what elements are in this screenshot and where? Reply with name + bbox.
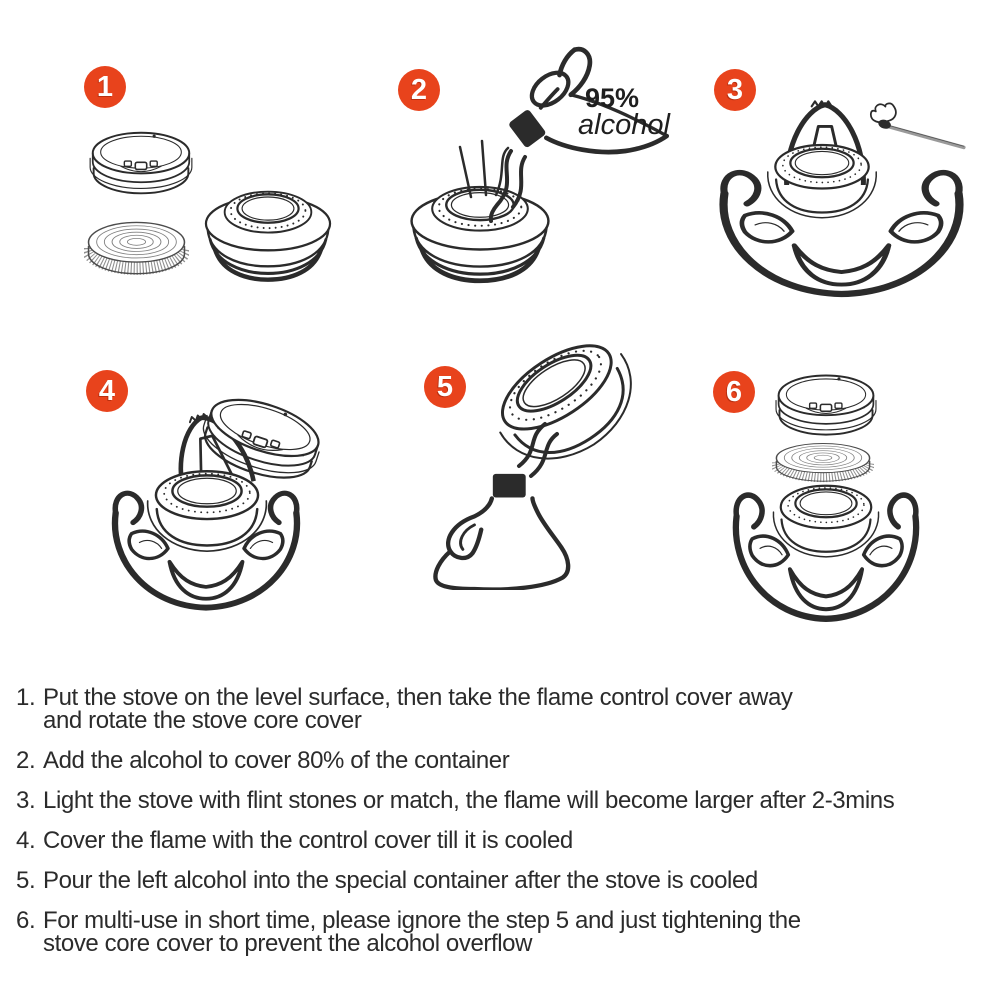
step-6-illustration (700, 374, 995, 662)
instruction-text: Put the stove on the level surface, then… (43, 684, 793, 734)
stove-core-icon (776, 443, 869, 481)
alcohol-name-label: alcohol (578, 109, 670, 141)
step-1-illustration (70, 131, 390, 307)
instruction-text: Light the stove with flint stones or mat… (43, 787, 895, 814)
instruction-number: 6. (16, 907, 36, 934)
pour-stream (511, 155, 527, 209)
instruction-number: 4. (16, 827, 36, 854)
instruction-text: Pour the left alcohol into the special c… (43, 867, 758, 894)
stove-body-icon (206, 192, 330, 280)
step-3-illustration (700, 75, 966, 315)
stove-core-icon (89, 222, 185, 273)
instruction-number: 5. (16, 867, 36, 894)
step-4-badge: 4 (86, 370, 128, 412)
step-5-badge: 5 (424, 366, 466, 408)
step-6-badge: 6 (713, 371, 755, 413)
splash-line (494, 146, 510, 197)
instruction-text: For multi-use in short time, please igno… (43, 907, 801, 957)
instruction-item: 4. Cover the flame with the control cove… (16, 827, 996, 854)
step-2-illustration (395, 45, 695, 310)
flame-control-cover-icon (775, 374, 877, 436)
instruction-item: 2. Add the alcohol to cover 80% of the c… (16, 747, 996, 774)
step-5-illustration (405, 338, 656, 660)
instruction-text: Cover the flame with the control cover t… (43, 827, 573, 854)
instruction-number: 1. (16, 684, 36, 711)
pour-stream (517, 422, 547, 468)
pour-stream (529, 432, 559, 478)
instruction-list: 1. Put the stove on the level surface, t… (16, 686, 996, 972)
stove-burner-icon (772, 484, 880, 558)
splash-line (458, 145, 473, 199)
instruction-text: Add the alcohol to cover 80% of the cont… (43, 747, 510, 774)
splash-line (480, 139, 488, 197)
instruction-number: 3. (16, 787, 36, 814)
step-2-badge: 2 (398, 69, 440, 111)
instruction-item: 1. Put the stove on the level surface, t… (16, 684, 996, 734)
step-4-illustration (75, 386, 330, 663)
instruction-item: 3. Light the stove with flint stones or … (16, 787, 996, 814)
instruction-item: 6. For multi-use in short time, please i… (16, 907, 996, 957)
stove-body-icon (412, 187, 549, 281)
pour-stream (488, 149, 513, 223)
flame-control-cover-icon (89, 131, 193, 195)
instruction-number: 2. (16, 747, 36, 774)
instruction-item: 5. Pour the left alcohol into the specia… (16, 867, 996, 894)
stove-burner-icon (766, 143, 878, 219)
lit-match-icon (869, 101, 966, 150)
container-jug-icon (435, 474, 568, 590)
windshield-stand-icon (724, 173, 960, 294)
step-3-badge: 3 (714, 69, 756, 111)
tilted-stove-burner-icon (479, 338, 656, 486)
step-1-badge: 1 (84, 66, 126, 108)
alcohol-percent-label: 95% (585, 83, 640, 113)
